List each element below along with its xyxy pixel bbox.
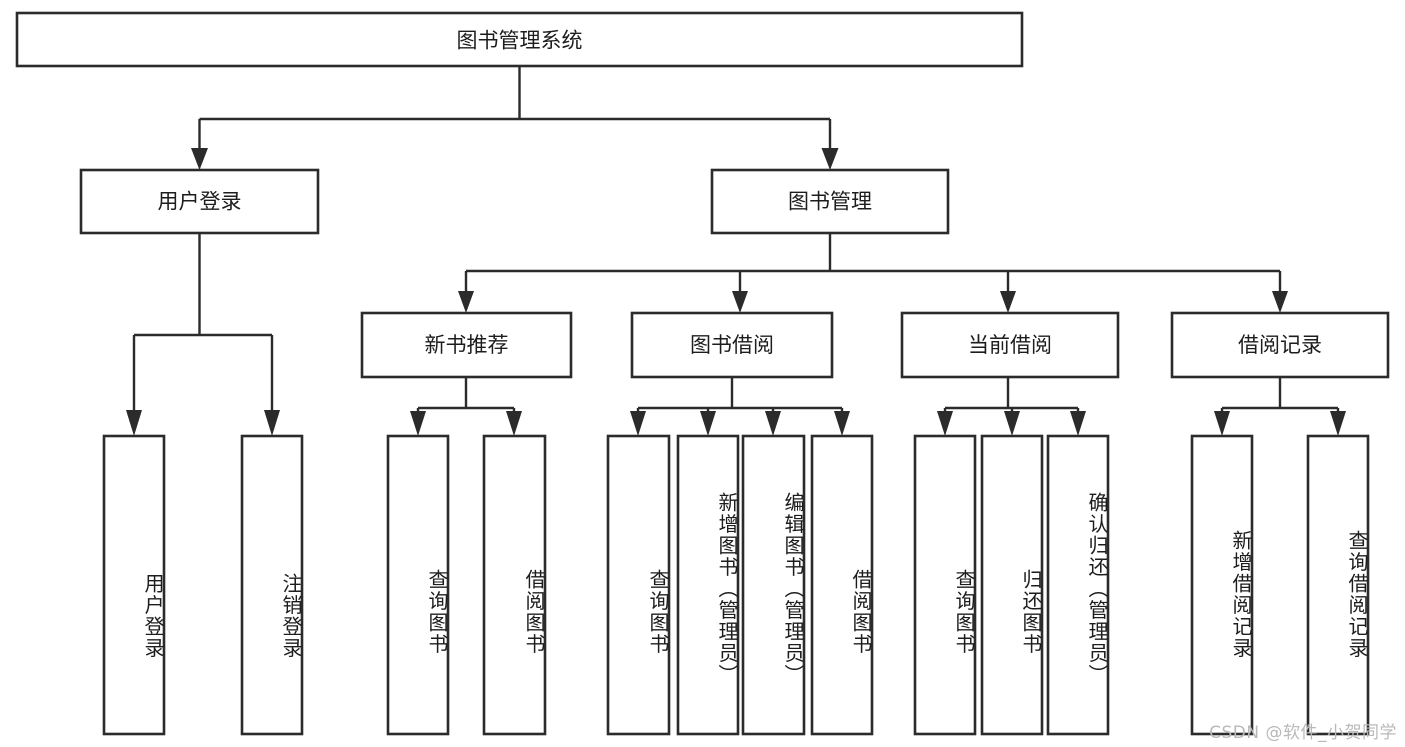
node-new-book-recommend-label: 新书推荐 bbox=[425, 333, 509, 357]
node-layer: 图书管理系统 用户登录 图书管理 新书推荐 图书借阅 bbox=[15, 11, 1390, 736]
node-book-borrow[interactable]: 图书借阅 bbox=[630, 311, 834, 379]
arrow-leaf-query-book-2 bbox=[630, 411, 646, 436]
node-new-book-recommend[interactable]: 新书推荐 bbox=[360, 311, 573, 379]
node-leaf-add-book[interactable] bbox=[676, 434, 740, 736]
arrow-to-book-manage bbox=[821, 148, 839, 170]
csdn-watermark: CSDN @软件_小贺同学 bbox=[1209, 723, 1397, 743]
node-user-login[interactable]: 用户登录 bbox=[79, 168, 320, 235]
arrow-leaf-query-book-1 bbox=[410, 411, 426, 436]
node-current-borrow-label: 当前借阅 bbox=[968, 333, 1052, 357]
node-leaf-user-logout[interactable] bbox=[240, 434, 304, 736]
arrow-leaf-confirm-return bbox=[1070, 411, 1086, 436]
arrow-leaf-borrow-book-1 bbox=[506, 411, 522, 436]
node-user-login-label: 用户登录 bbox=[158, 190, 242, 214]
node-root[interactable]: 图书管理系统 bbox=[15, 11, 1024, 68]
arrow-to-user-login bbox=[191, 148, 208, 170]
arrow-leaf-query-record bbox=[1330, 411, 1346, 436]
arrow-leaf-add-record bbox=[1214, 411, 1230, 436]
arrow-leaf-user-logout bbox=[264, 410, 280, 436]
arrow-to-book-borrow bbox=[732, 291, 748, 313]
node-leaf-query-record[interactable] bbox=[1306, 434, 1370, 736]
node-current-borrow[interactable]: 当前借阅 bbox=[900, 311, 1120, 379]
arrow-to-borrow-record bbox=[1272, 291, 1288, 313]
node-leaf-query-book-2[interactable] bbox=[606, 434, 671, 736]
node-leaf-confirm-return[interactable] bbox=[1046, 434, 1110, 736]
node-leaf-add-record[interactable] bbox=[1190, 434, 1254, 736]
node-leaf-user-login[interactable] bbox=[102, 434, 166, 736]
node-book-borrow-label: 图书借阅 bbox=[690, 333, 774, 357]
node-book-manage-label: 图书管理 bbox=[788, 190, 872, 214]
node-leaf-query-book-1[interactable] bbox=[386, 434, 450, 736]
arrow-to-new-book-recommend bbox=[458, 291, 474, 313]
node-root-label: 图书管理系统 bbox=[457, 29, 583, 53]
edge-layer bbox=[126, 66, 1346, 436]
node-borrow-record-label: 借阅记录 bbox=[1238, 333, 1322, 357]
node-leaf-borrow-book-1[interactable] bbox=[482, 434, 547, 736]
arrow-leaf-return-book bbox=[1004, 411, 1020, 436]
arrow-leaf-query-book-3 bbox=[937, 411, 953, 436]
node-leaf-edit-book[interactable] bbox=[741, 434, 806, 736]
node-book-manage[interactable]: 图书管理 bbox=[710, 168, 950, 235]
arrow-leaf-add-book bbox=[700, 411, 716, 436]
node-borrow-record[interactable]: 借阅记录 bbox=[1170, 311, 1390, 379]
arrow-to-current-borrow bbox=[1000, 291, 1016, 313]
node-leaf-return-book[interactable] bbox=[980, 434, 1044, 736]
arrow-leaf-edit-book bbox=[765, 411, 781, 436]
arrow-leaf-borrow-book-2 bbox=[834, 411, 850, 436]
node-leaf-borrow-book-2[interactable] bbox=[810, 434, 874, 736]
arrow-leaf-user-login bbox=[126, 410, 142, 436]
node-leaf-query-book-3[interactable] bbox=[913, 434, 977, 736]
